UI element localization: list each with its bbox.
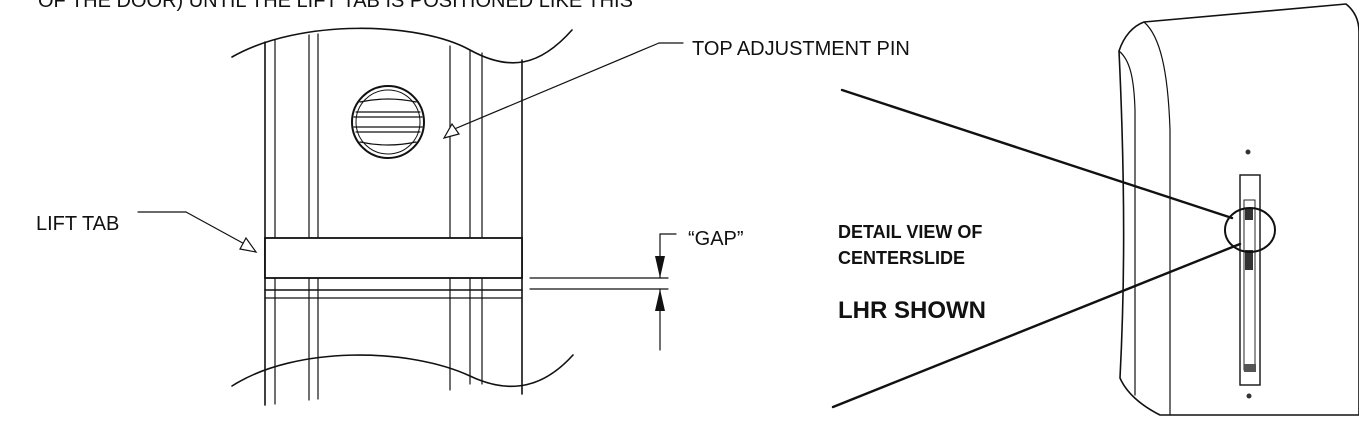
lift-tab-arrowhead (239, 236, 258, 253)
top-adjustment-pin-label: TOP ADJUSTMENT PIN (692, 38, 910, 60)
gap-arrow-down (655, 256, 665, 278)
lift-tab-leader (185, 211, 251, 248)
gap-arrow-up (655, 289, 665, 311)
top-break-line (231, 27, 573, 64)
door-edge-section (137, 27, 684, 406)
gap-label: “GAP” (688, 228, 744, 250)
screw (1245, 149, 1251, 155)
detail-view-caption: DETAIL VIEW OF CENTERSLIDE (838, 219, 982, 271)
screw (1246, 393, 1252, 399)
top-adjustment-pin (351, 85, 425, 159)
lift-tab (264, 237, 523, 279)
detail-caption-line1: DETAIL VIEW OF (838, 222, 983, 242)
instruction-text: OF THE DOOR) UNTIL THE LIFT TAB IS POSIT… (38, 0, 633, 12)
pin-arrowhead (442, 122, 460, 139)
door-panel (1118, 3, 1359, 416)
detail-circle (1224, 207, 1276, 253)
detail-pointer-line (831, 242, 1242, 409)
lhr-shown-label: LHR SHOWN (838, 297, 986, 324)
detail-caption-line2: CENTERSLIDE (838, 248, 966, 268)
pin-leader (451, 42, 660, 131)
bottom-break-line (231, 354, 574, 388)
detail-pointer-line (840, 88, 1234, 220)
lift-tab-label: LIFT TAB (36, 213, 120, 235)
centerslide-plate (1239, 174, 1261, 386)
